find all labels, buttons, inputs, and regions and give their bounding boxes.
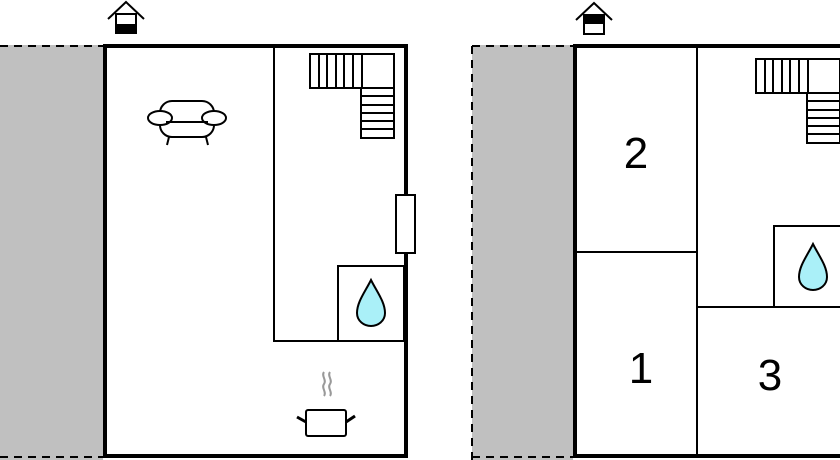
room-label-2: 2 xyxy=(624,129,648,178)
room-label-1: 1 xyxy=(629,344,653,393)
upper-floor-plan: 2 1 3 xyxy=(471,1,840,460)
cooking-pot-icon xyxy=(296,371,356,437)
window xyxy=(395,194,416,254)
sofa-icon xyxy=(147,100,227,146)
house-upper-floor-icon xyxy=(575,1,613,35)
neighbor-area xyxy=(472,45,573,460)
room-label-3: 3 xyxy=(758,351,782,400)
house-ground-floor-icon xyxy=(107,0,145,34)
neighbor-area xyxy=(0,45,103,460)
ground-floor-plan xyxy=(0,0,416,460)
outer-wall xyxy=(103,44,408,458)
